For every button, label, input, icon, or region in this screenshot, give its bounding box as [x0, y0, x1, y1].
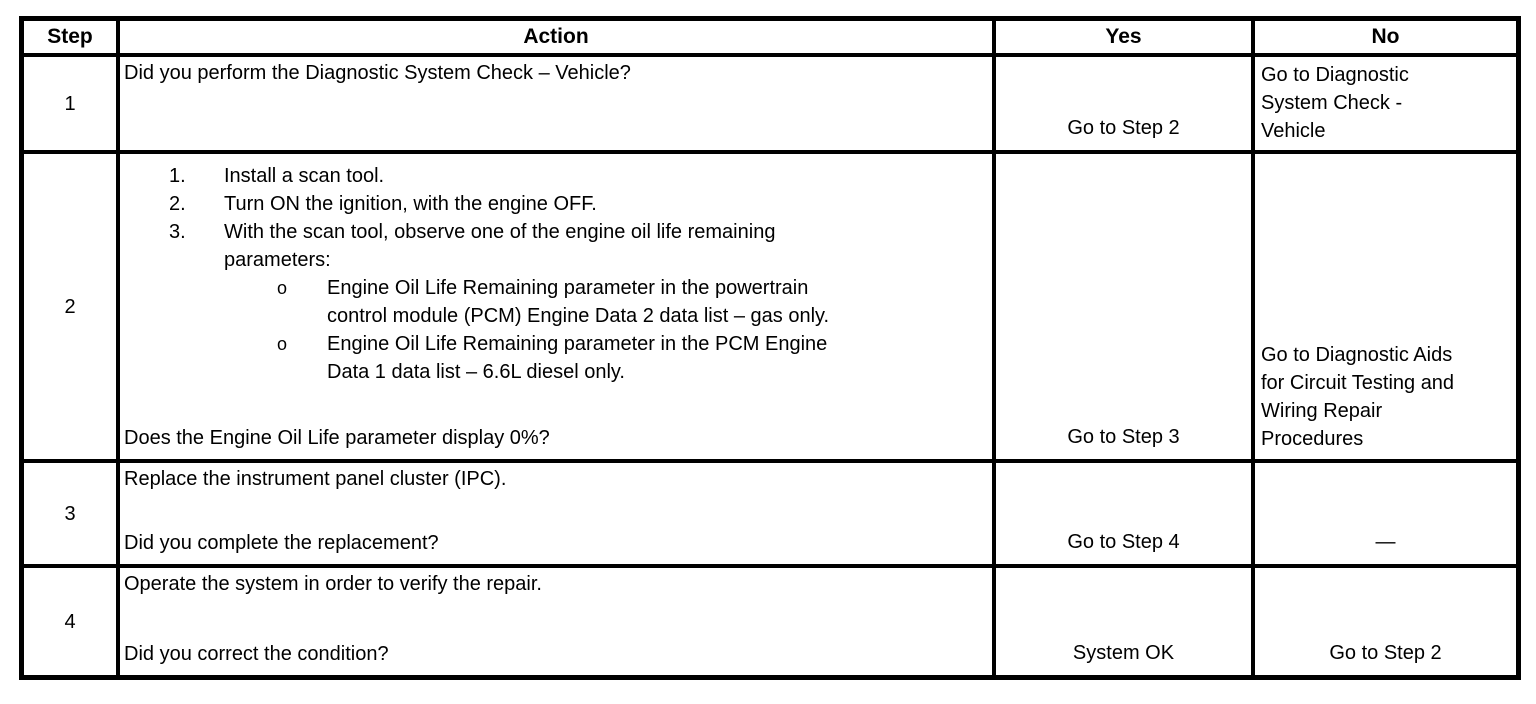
yes-text: Go to Step 3: [1067, 426, 1180, 448]
yes-cell-step-3: Go to Step 4: [996, 463, 1251, 564]
step-number-1: 1: [24, 57, 116, 150]
no-text: Go to Step 2: [1329, 642, 1442, 664]
step-number-3: 3: [24, 463, 116, 564]
yes-cell-step-1: Go to Step 2: [996, 57, 1251, 150]
action-text: Did you perform the Diagnostic System Ch…: [124, 62, 631, 84]
list-item: 2. Turn ON the ignition, with the engine…: [169, 190, 984, 218]
numbered-list: 1. Install a scan tool. 2. Turn ON the i…: [124, 162, 984, 386]
no-cell-step-4: Go to Step 2: [1255, 568, 1516, 675]
action-cell-step-3: Replace the instrument panel cluster (IP…: [120, 463, 992, 564]
list-item-text: Install a scan tool.: [224, 165, 385, 187]
column-header-yes: Yes: [996, 21, 1251, 53]
diagnostic-procedure-table: Step Action Yes No 1 Did you perform the…: [19, 16, 1521, 680]
no-cell-step-2: Go to Diagnostic Aids for Circuit Testin…: [1255, 154, 1516, 459]
action-cell-step-1: Did you perform the Diagnostic System Ch…: [120, 57, 992, 150]
yes-text: System OK: [1072, 642, 1175, 664]
list-item-number: 2.: [169, 193, 186, 215]
column-header-no: No: [1255, 21, 1516, 53]
sub-list-item-text: Engine Oil Life Remaining parameter in t…: [327, 333, 828, 383]
list-item-text: Turn ON the ignition, with the engine OF…: [224, 193, 597, 215]
yes-text: Go to Step 4: [1067, 531, 1180, 553]
sub-list-item-text: Engine Oil Life Remaining parameter in t…: [327, 277, 830, 327]
action-question: Did you correct the condition?: [124, 643, 389, 665]
action-cell-step-2: 1. Install a scan tool. 2. Turn ON the i…: [120, 154, 992, 459]
list-item-text: With the scan tool, observe one of the e…: [224, 221, 776, 271]
step-number-2: 2: [24, 154, 116, 459]
no-text: Go to Diagnostic System Check - Vehicle: [1261, 64, 1409, 142]
list-item-number: 3.: [169, 221, 186, 243]
no-cell-step-1: Go to Diagnostic System Check - Vehicle: [1255, 57, 1516, 150]
no-text: Go to Diagnostic Aids for Circuit Testin…: [1261, 344, 1455, 450]
no-cell-step-3: —: [1255, 463, 1516, 564]
sub-list-item: o Engine Oil Life Remaining parameter in…: [277, 330, 984, 386]
action-text: Operate the system in order to verify th…: [124, 573, 542, 595]
list-item: 1. Install a scan tool.: [169, 162, 984, 190]
yes-text: Go to Step 2: [1067, 117, 1180, 139]
column-header-step: Step: [24, 21, 116, 53]
list-item: 3. With the scan tool, observe one of th…: [169, 218, 984, 274]
yes-cell-step-4: System OK: [996, 568, 1251, 675]
action-text: Replace the instrument panel cluster (IP…: [124, 468, 507, 490]
action-cell-step-4: Operate the system in order to verify th…: [120, 568, 992, 675]
no-dash-placeholder: —: [1375, 531, 1396, 553]
circle-bullet-icon: o: [277, 334, 288, 354]
action-question: Did you complete the replacement?: [124, 532, 439, 554]
sub-list-item: o Engine Oil Life Remaining parameter in…: [277, 274, 984, 330]
yes-cell-step-2: Go to Step 3: [996, 154, 1251, 459]
step-number-4: 4: [24, 568, 116, 675]
action-question: Does the Engine Oil Life parameter displ…: [124, 427, 550, 449]
list-item-number: 1.: [169, 165, 186, 187]
circle-bullet-icon: o: [277, 278, 288, 298]
column-header-action: Action: [120, 21, 992, 53]
